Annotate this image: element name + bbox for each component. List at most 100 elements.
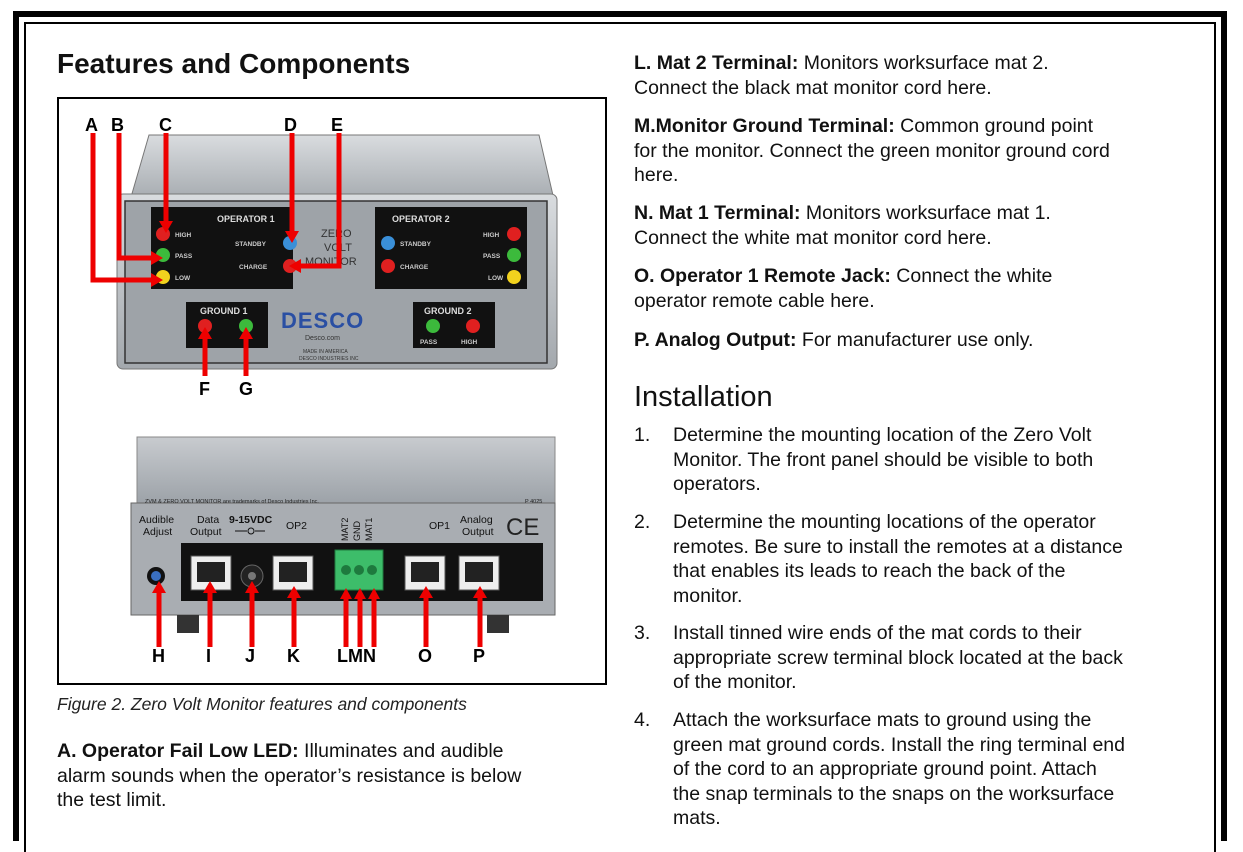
op1-low-text: LOW (175, 275, 191, 282)
op1-port-label: OP1 (429, 520, 450, 532)
letter-b: B (111, 115, 124, 135)
item-l-line2: Connect the black mat monitor cord here. (634, 76, 992, 99)
item-m: M.Monitor Ground Terminal: Common ground… (634, 114, 1204, 188)
op1-charge-text: CHARGE (239, 264, 268, 271)
arrow-a (90, 133, 151, 283)
desco-logo: DESCO (281, 308, 364, 333)
arrowhead-f (198, 327, 212, 339)
gnd-label: GND (352, 521, 362, 542)
ground2-pass-led (426, 319, 440, 333)
data-output-label: Output (190, 526, 222, 538)
made-line1: MADE IN AMERICA (303, 349, 348, 355)
dc-polarity-icon (247, 527, 255, 535)
figure-zero-volt-monitor: OPERATOR 1 OPERATOR 2 ZERO VOLT MONITOR … (57, 97, 607, 685)
operator2-label: OPERATOR 2 (392, 214, 450, 224)
op1-standby-text: STANDBY (235, 241, 267, 248)
install-step-2-line3: that enables its leads to reach the back… (673, 560, 1066, 582)
page-border-outer (13, 11, 1227, 841)
arrowhead-c (159, 221, 173, 233)
op1-jack-opening (411, 562, 439, 582)
letter-p: P (473, 646, 485, 666)
item-a-label: A. Operator Fail Low LED: (57, 740, 299, 762)
operator1-block (151, 207, 293, 289)
item-o: O. Operator 1 Remote Jack: Connect the w… (634, 264, 1204, 313)
operator2-block (375, 207, 527, 289)
install-step-3-line3: of the monitor. (673, 671, 797, 693)
op2-charge-text: CHARGE (400, 264, 429, 271)
trademark-line: ZVM & ZERO VOLT MONITOR are trademarks o… (145, 499, 319, 505)
item-n-line1: Monitors worksurface mat 1. (800, 202, 1051, 224)
adjust-label: Adjust (143, 526, 172, 538)
install-step-1-line3: operators. (673, 473, 761, 495)
callout-arrowheads (151, 221, 487, 599)
op2-charge-led (381, 259, 395, 273)
analog-output-jack-opening (465, 562, 493, 582)
voltage-label: 9-15VDC (229, 514, 273, 526)
letter-g: G (239, 379, 253, 399)
op2-low-led (507, 270, 521, 284)
ground1-high-led (198, 319, 212, 333)
letter-j: J (245, 646, 255, 666)
arrow-e (299, 133, 342, 269)
op2-standby-led (381, 236, 395, 250)
arrowhead-k (287, 586, 301, 598)
item-n-label: N. Mat 1 Terminal: (634, 202, 801, 224)
op1-high-text: HIGH (175, 232, 192, 239)
foot-right (487, 615, 509, 633)
item-l: L. Mat 2 Terminal: Monitors worksurface … (634, 51, 1204, 100)
ground2-label: GROUND 2 (424, 306, 472, 316)
letter-c: C (159, 115, 172, 135)
arrowhead-j (245, 581, 259, 593)
item-p: P. Analog Output: For manufacturer use o… (634, 328, 1204, 353)
op2-pass-text: PASS (483, 253, 501, 260)
ground1-label: GROUND 1 (200, 306, 248, 316)
mat2-screw (341, 565, 351, 575)
arrowhead-d (285, 231, 299, 243)
op1-pass-text: PASS (175, 253, 193, 260)
audible-adjust-center (151, 571, 161, 581)
made-line2: DESCO INDUSTRIES INC (299, 356, 359, 362)
install-step-2-line1: Determine the mounting locations of the … (673, 511, 1096, 533)
install-step-2-num: 2. (634, 511, 651, 533)
op2-high-text: HIGH (483, 232, 500, 239)
page-border-inner (24, 22, 1216, 852)
item-l-label: L. Mat 2 Terminal: (634, 52, 799, 74)
item-l-line1: Monitors worksurface mat 2. (798, 52, 1049, 74)
part-number: P 4025 (525, 499, 542, 505)
figure-caption: Figure 2. Zero Volt Monitor features and… (57, 694, 467, 714)
item-m-line3: here. (634, 164, 679, 186)
item-m-line1: Common ground point (894, 115, 1094, 137)
desco-url: Desco.com (305, 335, 340, 342)
back-case-top (136, 436, 556, 508)
ground2-high-led (466, 319, 480, 333)
letter-f: F (199, 379, 210, 399)
dc-power-pin (248, 572, 256, 580)
item-m-line2: for the monitor. Connect the green monit… (634, 139, 1110, 162)
monitor-illustration: OPERATOR 1 OPERATOR 2 ZERO VOLT MONITOR … (85, 115, 558, 666)
arrowhead-g (239, 327, 253, 339)
install-step-4-line5: mats. (673, 807, 721, 829)
mat2-label: MAT2 (340, 518, 350, 541)
arrowhead-b (151, 251, 163, 265)
install-step-4-num: 4. (634, 709, 651, 731)
op2-high-led (507, 227, 521, 241)
install-step-1-line2: Monitor. The front panel should be visib… (673, 448, 1094, 471)
install-step-1-text: Determine the mounting location of the Z… (673, 423, 1193, 497)
ce-mark: CE (506, 514, 539, 541)
arrowhead-e (289, 259, 301, 273)
arrowhead-o (419, 586, 433, 598)
item-a-line1: Illuminates and audible (298, 740, 504, 762)
install-step-4-line3: of the cord to an appropriate ground poi… (673, 758, 1097, 780)
op2-standby-text: STANDBY (400, 241, 432, 248)
letter-a: A (85, 115, 98, 135)
back-view: ZVM & ZERO VOLT MONITOR are trademarks o… (130, 436, 556, 633)
letter-lmn: LMN (337, 646, 376, 666)
op2-low-text: LOW (488, 275, 504, 282)
install-step-4-line4: the snap terminals to the snaps on the w… (673, 782, 1115, 805)
install-step-3-line1: Install tinned wire ends of the mat cord… (673, 622, 1082, 644)
mat1-screw (367, 565, 377, 575)
front-view: OPERATOR 1 OPERATOR 2 ZERO VOLT MONITOR … (116, 134, 558, 370)
letter-e: E (331, 115, 343, 135)
data-output-jack-opening (197, 562, 225, 582)
gnd-screw (354, 565, 364, 575)
